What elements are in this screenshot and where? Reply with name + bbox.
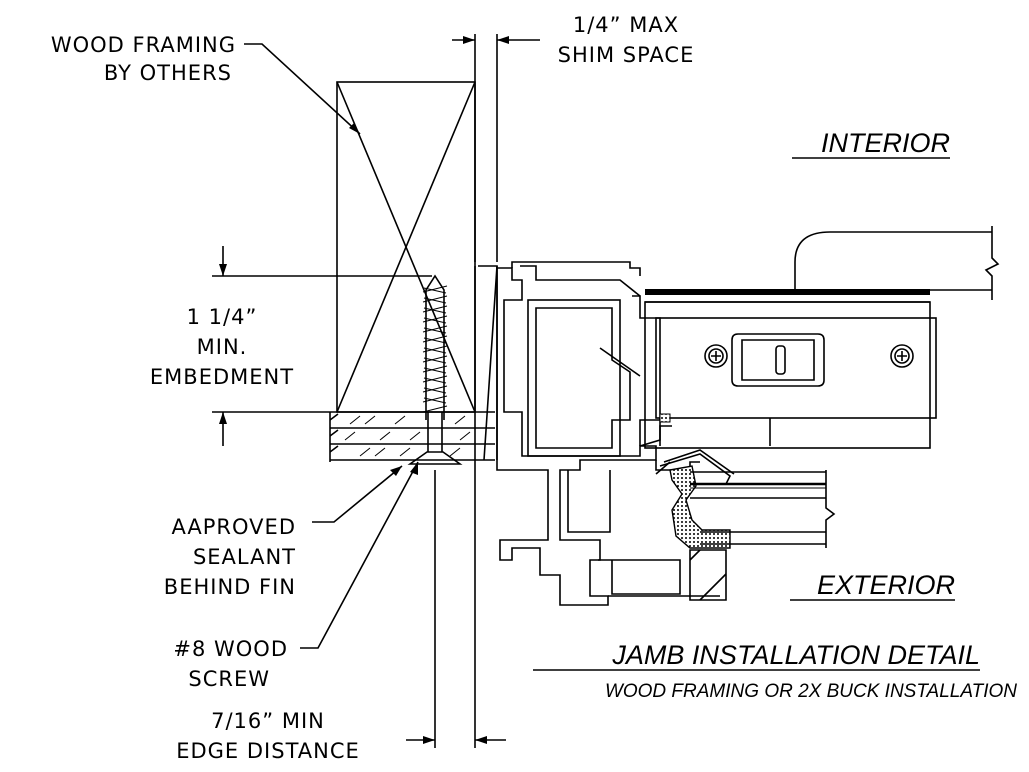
svg-text:BEHIND FIN: BEHIND FIN [164, 575, 296, 599]
note-embedment: 1 1/4” MIN. EMBEDMENT [150, 305, 294, 389]
sash-lock-assembly [644, 226, 1000, 449]
label-exterior: EXTERIOR [790, 570, 955, 601]
svg-text:AAPROVED: AAPROVED [171, 515, 296, 539]
svg-text:INTERIOR: INTERIOR [821, 128, 950, 158]
lock-screw-right-icon [890, 344, 914, 368]
svg-text:#8 WOOD: #8 WOOD [173, 637, 288, 661]
dimension-lines [212, 34, 540, 748]
glazing-gasket [669, 465, 731, 549]
svg-text:1 1/4”: 1 1/4” [187, 305, 258, 329]
shim-wedge [474, 265, 498, 461]
note-edge-distance: 7/16” MIN EDGE DISTANCE [176, 709, 360, 763]
wood-screw [407, 274, 463, 465]
svg-text:BY OTHERS: BY OTHERS [104, 61, 232, 85]
svg-text:MIN.: MIN. [197, 335, 248, 359]
svg-text:JAMB INSTALLATION DETAIL: JAMB INSTALLATION DETAIL [611, 640, 980, 670]
svg-text:1/4” MAX: 1/4” MAX [573, 13, 679, 37]
note-sealant: AAPROVED SEALANT BEHIND FIN [164, 515, 296, 599]
wood-buck-layers [326, 411, 495, 462]
note-shim-space: 1/4” MAX SHIM SPACE [558, 13, 695, 67]
svg-text:EDGE DISTANCE: EDGE DISTANCE [176, 739, 360, 763]
note-screw: #8 WOOD SCREW [173, 637, 288, 691]
lock-screw-left-icon [704, 344, 728, 368]
svg-text:SHIM SPACE: SHIM SPACE [558, 43, 695, 67]
svg-text:SEALANT: SEALANT [193, 545, 296, 569]
note-wood-framing: WOOD FRAMING BY OTHERS [51, 33, 236, 85]
label-interior: INTERIOR [792, 128, 950, 159]
svg-text:7/16” MIN: 7/16” MIN [211, 709, 325, 733]
svg-text:WOOD FRAMING: WOOD FRAMING [51, 33, 236, 57]
svg-text:WOOD FRAMING OR 2X BUCK INSTAL: WOOD FRAMING OR 2X BUCK INSTALLATION [605, 681, 1017, 702]
frame-extrusion [496, 261, 735, 606]
svg-text:EMBEDMENT: EMBEDMENT [150, 365, 294, 389]
leader-lines [244, 43, 419, 649]
detail-title: JAMB INSTALLATION DETAIL WOOD FRAMING OR… [533, 640, 1017, 702]
svg-text:SCREW: SCREW [188, 667, 270, 691]
svg-text:EXTERIOR: EXTERIOR [817, 570, 955, 600]
glass-unit [690, 470, 836, 548]
